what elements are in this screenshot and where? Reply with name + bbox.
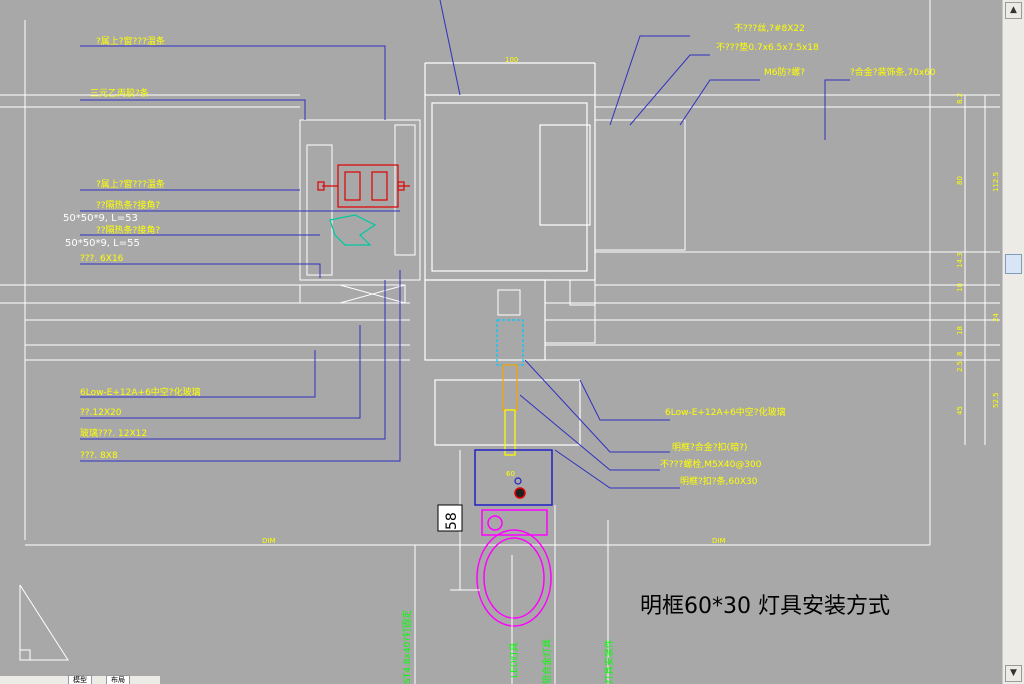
- dim-r-4: 14.3: [956, 252, 964, 268]
- dim-r-2: 80: [956, 176, 964, 185]
- annotation-left-9: ???. 8X8: [80, 451, 118, 461]
- dim-bottom-right: DIM: [712, 537, 726, 545]
- annotation-left-8: 玻璃???. 12X12: [80, 427, 147, 439]
- callout-lower-2: 不???螺栓,M5X40@300: [660, 458, 762, 470]
- left-white-texts: 50*50*9, L=53 50*50*9, L=55: [63, 213, 140, 249]
- left-window-frame: [299, 119, 421, 304]
- annotation-right-4: ?合金?装饰条,70x60: [850, 66, 936, 78]
- bolt-assembly: [496, 289, 524, 456]
- right-annotation-texts: 不???丝,?#8X22 不???垫0.7x6.5x7.5x18 M6防?螺? …: [660, 22, 936, 487]
- vertical-label-led: LED灯具: [509, 642, 520, 678]
- vertical-leaders: [414, 505, 609, 684]
- scroll-thumb[interactable]: [1005, 254, 1022, 274]
- lamp-hole: [514, 477, 522, 485]
- drawing-title: 明框60*30 灯具安装方式: [640, 594, 890, 619]
- left-leaders: [80, 45, 401, 462]
- right-dimension-lines: [964, 95, 986, 445]
- callout-lower-3: 明框?扣?条,60X30: [680, 475, 758, 487]
- annotation-left-2: 三元乙丙胶?条: [90, 87, 149, 99]
- dim-box-width: 60: [506, 470, 515, 478]
- annotation-left-5: ??隔热条?接角?: [96, 224, 160, 236]
- left-annotation-texts: ?属上?窗???温条 三元乙丙胶?条 ?属上?窗???温条 ??隔热条?接角? …: [80, 35, 201, 461]
- right-leaders: [439, 0, 850, 489]
- vertical-label-aluminum: 铝合金灯具: [541, 639, 553, 684]
- dimension-texts: 100 DIM DIM 60: [262, 56, 726, 545]
- dim-r-8: 2.5: [956, 361, 964, 372]
- dim-r-11: 24: [992, 313, 1000, 322]
- annotation-right-2: 不???垫0.7x6.5x7.5x18: [716, 41, 819, 53]
- tab-model[interactable]: 模型: [68, 675, 92, 684]
- dim-r-6: 18: [956, 326, 964, 335]
- glass-note-left: 6Low-E+12A+6中空?化玻璃: [80, 386, 201, 398]
- scroll-down-button[interactable]: ▼: [1005, 665, 1022, 682]
- dim-bottom-left: DIM: [262, 537, 276, 545]
- annotation-right-1: 不???丝,?#8X22: [734, 22, 805, 34]
- dim-r-10: 52.5: [992, 392, 1000, 408]
- layout-tabs: 模型 布局: [0, 675, 160, 684]
- lamp-box: [474, 449, 553, 506]
- annotation-left-6: ???. 6X16: [80, 254, 124, 264]
- thermal-break-part: [317, 164, 410, 208]
- dimension-58-box: [437, 504, 463, 532]
- scroll-up-button[interactable]: ▲: [1005, 2, 1022, 19]
- vertical-label-mount: 灯具安装件: [603, 639, 615, 684]
- frame-lines: [0, 0, 1000, 546]
- dimension-58-text: 58: [444, 512, 460, 530]
- right-window-frame: [544, 119, 686, 344]
- cad-drawing: ?属上?窗???温条 三元乙丙胶?条 ?属上?窗???温条 ??隔热条?接角? …: [0, 0, 1000, 684]
- annotation-left-1: ?属上?窗???温条: [96, 35, 165, 47]
- annotation-left-4: ??隔热条?接角?: [96, 199, 160, 211]
- dim-top-width: 100: [505, 56, 518, 64]
- annotation-left-7: ??.12X20: [80, 408, 122, 418]
- callout-lower-1: 明框?合金?扣(暗?): [672, 441, 747, 453]
- dim-r-9: 45: [956, 406, 964, 415]
- glass-note-right: 6Low-E+12A+6中空?化玻璃: [665, 406, 786, 418]
- annotation-right-3: M6防?螺?: [764, 66, 805, 78]
- dim-r-1: 8.2: [956, 93, 964, 104]
- lamp-screw: [514, 487, 526, 499]
- vertical-label-texts: ST4.8x40?钉固定 LED灯具 铝合金灯具 灯具安装件: [401, 610, 615, 684]
- dim-r-5: 10: [956, 283, 964, 292]
- dim-r-7: 8: [956, 352, 964, 356]
- vertical-label-screw: ST4.8x40?钉固定: [401, 610, 413, 684]
- led-fixture: [476, 509, 552, 627]
- angle-size-2: 50*50*9, L=55: [65, 238, 140, 249]
- vertical-scrollbar[interactable]: ▲ ▼: [1002, 0, 1024, 684]
- annotation-left-3: ?属上?窗???温条: [96, 178, 165, 190]
- tab-layout[interactable]: 布局: [106, 675, 130, 684]
- dim-r-3: 112.5: [992, 172, 1000, 192]
- angle-size-1: 50*50*9, L=53: [63, 213, 138, 224]
- ucs-icon: [19, 584, 69, 661]
- corner-connector: [329, 214, 377, 246]
- right-column-dims: 8.2 80 112.5 14.3 10 18 8 2.5 45 52.5 24: [956, 93, 1000, 415]
- mullion-profile: [424, 62, 596, 446]
